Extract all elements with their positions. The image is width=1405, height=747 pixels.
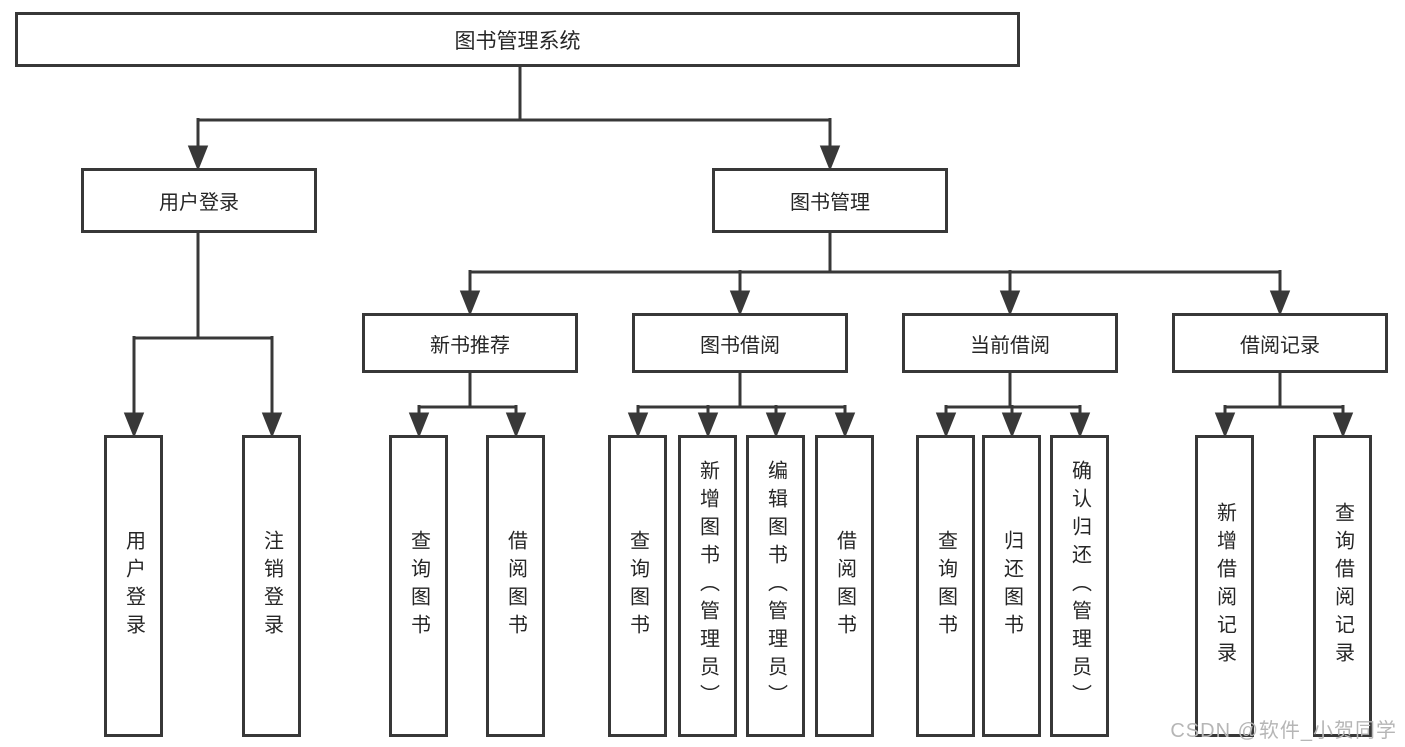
leaf-edit-books-admin: 编辑图书（管理员） xyxy=(746,435,805,737)
leaf-return-books: 归还图书 xyxy=(982,435,1041,737)
node-current-borrowing: 当前借阅 xyxy=(902,313,1118,373)
leaf-current-query-books: 查询图书 xyxy=(916,435,975,737)
node-borrowing-records: 借阅记录 xyxy=(1172,313,1388,373)
node-library-system: 图书管理系统 xyxy=(15,12,1020,67)
leaf-recommend-query-books: 查询图书 xyxy=(389,435,448,737)
leaf-add-borrow-record: 新增借阅记录 xyxy=(1195,435,1254,737)
leaf-logout: 注销登录 xyxy=(242,435,301,737)
leaf-recommend-borrow-books: 借阅图书 xyxy=(486,435,545,737)
leaf-confirm-return-admin: 确认归还（管理员） xyxy=(1050,435,1109,737)
watermark: CSDN @软件_小贺同学 xyxy=(1170,720,1397,742)
leaf-add-books-admin: 新增图书（管理员） xyxy=(678,435,737,737)
node-book-borrowing: 图书借阅 xyxy=(632,313,848,373)
leaf-borrow-query-books: 查询图书 xyxy=(608,435,667,737)
node-new-book-recommendation: 新书推荐 xyxy=(362,313,578,373)
leaf-user-login: 用户登录 xyxy=(104,435,163,737)
leaf-borrow-books: 借阅图书 xyxy=(815,435,874,737)
node-user-login: 用户登录 xyxy=(81,168,317,233)
leaf-query-borrow-record: 查询借阅记录 xyxy=(1313,435,1372,737)
node-book-management: 图书管理 xyxy=(712,168,948,233)
